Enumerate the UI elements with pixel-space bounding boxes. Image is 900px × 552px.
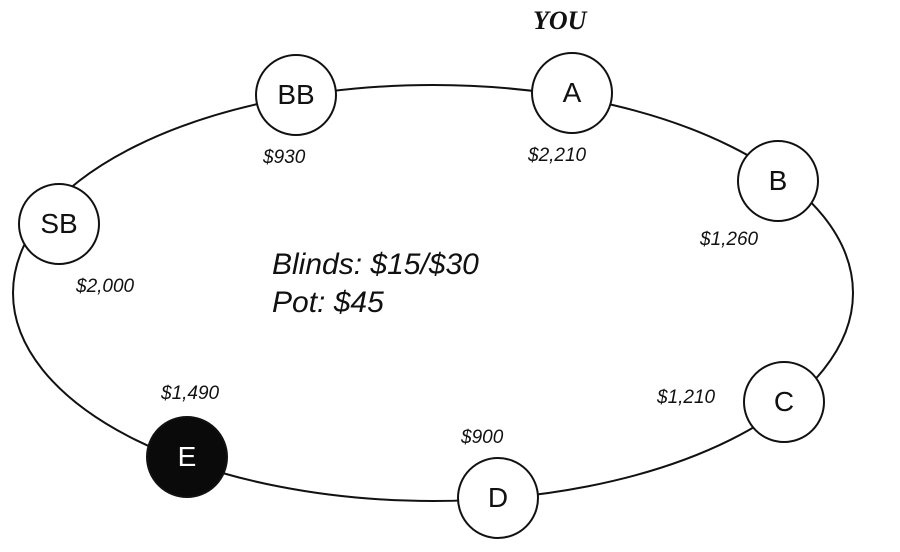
seat-bb: BB <box>255 54 337 136</box>
seat-a: A <box>531 52 613 134</box>
stack-c: $1,210 <box>657 387 716 408</box>
table-outline <box>12 84 854 502</box>
seat-d: D <box>457 457 539 539</box>
hero-label: YOU <box>533 6 587 35</box>
stack-sb: $2,000 <box>76 276 135 297</box>
stack-d: $900 <box>461 427 504 448</box>
seat-e: E <box>146 416 228 498</box>
stack-bb: $930 <box>263 147 306 168</box>
seat-b: B <box>737 140 819 222</box>
stack-b: $1,260 <box>700 229 759 250</box>
pot-text: Pot: $45 <box>272 286 384 319</box>
table-info: Blinds: $15/$30 Pot: $45 <box>272 246 479 322</box>
blinds-text: Blinds: $15/$30 <box>272 248 479 281</box>
stack-e: $1,490 <box>161 383 220 404</box>
stack-a: $2,210 <box>528 145 587 166</box>
seat-c: C <box>743 361 825 443</box>
seat-sb: SB <box>18 183 100 265</box>
